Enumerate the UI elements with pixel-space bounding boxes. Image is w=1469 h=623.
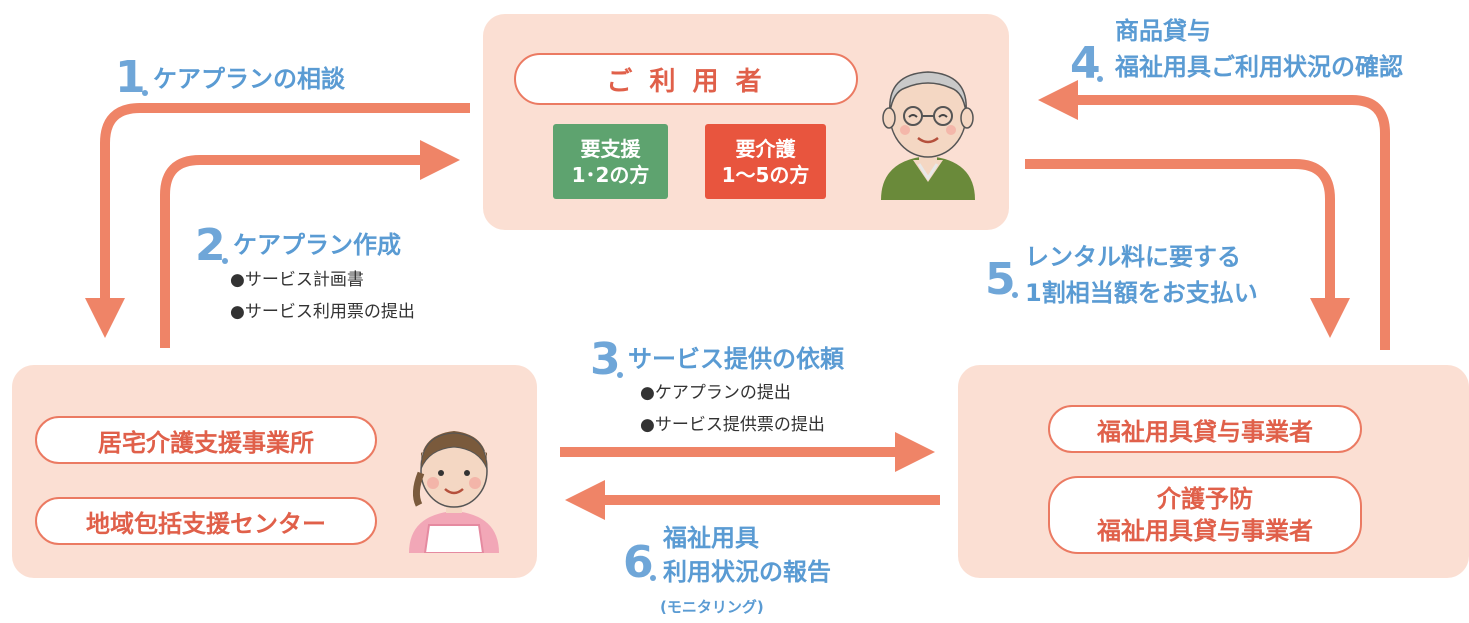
elderly-man-icon [881, 71, 975, 200]
rental-provider: 福祉用具貸与事業者 [1048, 405, 1362, 453]
community-support-center: 地域包括支援センター [35, 497, 377, 545]
step-1-number: 1 [115, 52, 146, 103]
step-3-number: 3 [590, 334, 621, 385]
badge-support-level: 要支援 1･2の方 [553, 124, 668, 199]
user-label: ご 利 用 者 [514, 53, 858, 105]
step-5-dot [1012, 292, 1018, 298]
step-6-line-2: 利用状況の報告 [663, 558, 831, 586]
step-2-bullet-2: ●サービス利用票の提出 [230, 302, 415, 322]
rental-provider-box: 福祉用具貸与事業者 介護予防 福祉用具貸与事業者 [958, 365, 1469, 578]
step-6-monitoring: (モニタリング) [660, 598, 764, 616]
arrow-step-4 [1038, 80, 1390, 350]
user-box: ご 利 用 者 要支援 1･2の方 要介護 1〜5の方 [483, 14, 1009, 230]
step-2-dot [222, 258, 228, 264]
step-3-dot [617, 372, 623, 378]
step-5-line-1: レンタル料に要する [1025, 243, 1241, 271]
arrow-step-2 [160, 140, 460, 348]
step-3-bullet-2: ●サービス提供票の提出 [640, 415, 825, 435]
step-2-number: 2 [195, 220, 226, 271]
step-4-line-1: 商品貸与 [1115, 17, 1211, 45]
step-4-dot [1097, 76, 1103, 82]
step-3-bullet-1: ●ケアプランの提出 [640, 383, 791, 403]
step-4-number: 4 [1070, 38, 1101, 89]
arrow-step-1 [85, 103, 470, 338]
care-support-box: 居宅介護支援事業所 地域包括支援センター [12, 365, 537, 578]
step-3-title: サービス提供の依頼 [628, 345, 844, 373]
step-6-number: 6 [623, 537, 654, 588]
step-2-title: ケアプラン作成 [233, 231, 401, 259]
step-5-line-2: 1割相当額をお支払い [1025, 279, 1258, 307]
badge-care-level: 要介護 1〜5の方 [705, 124, 826, 199]
preventive-rental-provider: 介護予防 福祉用具貸与事業者 [1048, 476, 1362, 554]
step-1-title: ケアプランの相談 [153, 65, 345, 93]
arrow-step-5 [1025, 159, 1350, 338]
step-1-dot [142, 90, 148, 96]
step-4-line-2: 福祉用具ご利用状況の確認 [1115, 53, 1403, 81]
step-6-dot [650, 575, 656, 581]
step-5-number: 5 [985, 254, 1016, 305]
step-2-bullet-1: ●サービス計画書 [230, 270, 364, 290]
step-6-line-1: 福祉用具 [663, 524, 759, 552]
care-staff-woman-icon [409, 431, 499, 553]
home-care-support-office: 居宅介護支援事業所 [35, 416, 377, 464]
